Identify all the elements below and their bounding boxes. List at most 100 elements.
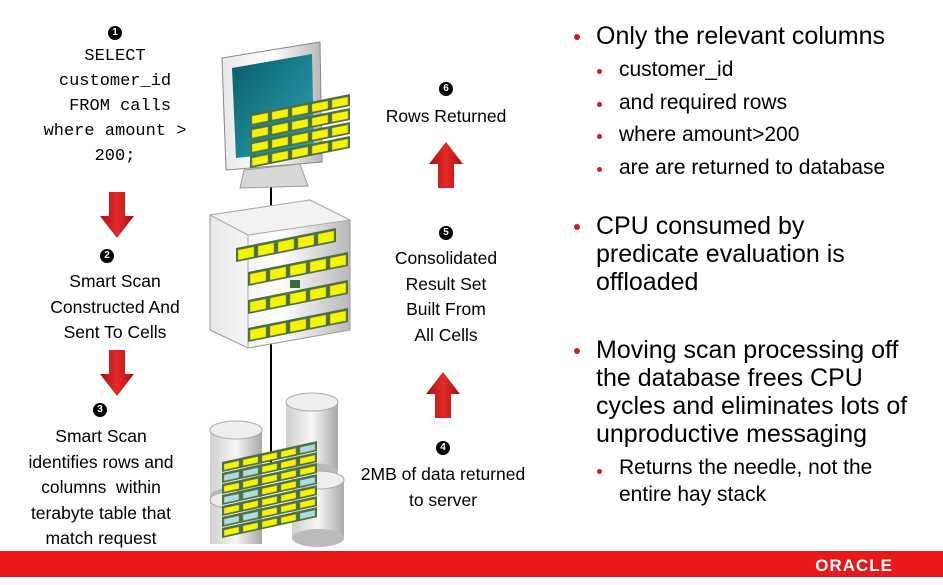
grid-cell [242, 522, 259, 533]
grid-cell [261, 485, 278, 495]
step-1-badge: 1 [108, 26, 122, 40]
grid-cell [242, 467, 259, 478]
grid-cell [311, 100, 329, 113]
grid-cell [269, 266, 287, 281]
grid-cell [242, 478, 259, 489]
grid-cell [249, 270, 267, 285]
grid-cell [291, 104, 309, 117]
bullet-group-3: Moving scan processing off the database … [570, 336, 940, 508]
grid-cell [329, 254, 347, 269]
grid-cell [289, 262, 307, 277]
grid-cell [271, 108, 289, 121]
grid-cell [331, 110, 349, 123]
architecture-illustration [208, 41, 352, 547]
grid-cell [251, 126, 269, 139]
step-2-text: Smart Scan Constructed And Sent To Cells [50, 271, 180, 342]
grid-cell [280, 458, 297, 469]
sub-bullet: where amount>200 [570, 119, 940, 152]
grid-cell [289, 290, 307, 305]
grid-cell [317, 230, 335, 245]
step-5-badge: 5 [439, 226, 453, 240]
arrow-up-icon [426, 372, 460, 418]
step-4-text: 2MB of data returned to server [360, 464, 526, 510]
step-5-text: Consolidated Result Set Built From All C… [394, 248, 498, 345]
grid-cell [223, 471, 240, 482]
oracle-logo: ORACLE [815, 556, 893, 575]
step-6-text: Rows Returned [385, 106, 507, 126]
grid-cell [297, 234, 315, 249]
step-6-badge: 6 [439, 82, 453, 96]
sub-bullet: are are returned to database [570, 152, 940, 185]
step-2-badge: 2 [100, 249, 114, 263]
result-grid-server [236, 228, 348, 342]
grid-cell [299, 465, 316, 476]
grid-cell [277, 238, 295, 253]
grid-cell [242, 511, 259, 522]
grid-cell [261, 452, 278, 462]
grid-cell [331, 96, 349, 109]
grid-cell [280, 513, 297, 524]
arrow-up-icon [429, 142, 463, 188]
arrow-down-icon [100, 350, 134, 396]
step-4-badge: 4 [436, 441, 450, 455]
grid-cell [329, 310, 347, 325]
grid-cell [291, 132, 309, 145]
grid-cell [257, 242, 275, 257]
grid-cell [237, 246, 255, 261]
grid-cell [299, 454, 316, 465]
grid-cell [251, 112, 269, 125]
grid-cell [261, 518, 278, 528]
step-3-badge: 3 [93, 403, 107, 417]
grid-cell [280, 447, 297, 458]
grid-cell [299, 487, 316, 498]
grid-cell [223, 526, 240, 537]
arrow-down-icon [100, 192, 134, 238]
sub-bullet: Returns the needle, not the entire hay s… [570, 454, 919, 508]
grid-cell [223, 482, 240, 493]
grid-cell [249, 326, 267, 341]
grid-cell [280, 469, 297, 480]
grid-cell [291, 146, 309, 159]
step-3-text: Smart Scan identifies rows and columns w… [28, 426, 174, 548]
bullet-group-1: Only the relevant columns customer_id an… [570, 22, 940, 184]
grid-cell [251, 140, 269, 153]
grid-cell [280, 480, 297, 491]
bullet-list: Only the relevant columns customer_id an… [570, 22, 940, 508]
grid-cell [299, 498, 316, 509]
grid-cell [249, 298, 267, 313]
bullet-1: Only the relevant columns [570, 22, 940, 50]
grid-cell [261, 507, 278, 517]
grid-cell [309, 258, 327, 273]
grid-cell [299, 476, 316, 487]
grid-cell [242, 500, 259, 511]
grid-cell [269, 322, 287, 337]
grid-cell [223, 460, 240, 471]
grid-cell [291, 118, 309, 131]
grid-cell [331, 138, 349, 151]
sub-bullet: customer_id [570, 54, 940, 87]
bullet-3: Moving scan processing off the database … [570, 336, 926, 448]
grid-cell [311, 128, 329, 141]
grid-cell [311, 114, 329, 127]
grid-cell [329, 282, 347, 297]
footer-bar [0, 551, 943, 577]
grid-cell [251, 154, 269, 167]
footer-strip [0, 577, 943, 585]
grid-cell [299, 443, 316, 454]
sql-query: SELECT customer_id FROM calls where amou… [43, 47, 187, 166]
grid-cell [261, 474, 278, 484]
grid-cell [289, 318, 307, 333]
grid-cell [261, 496, 278, 506]
grid-cell [271, 136, 289, 149]
grid-cell [280, 491, 297, 502]
grid-cell [223, 493, 240, 504]
grid-cell [271, 122, 289, 135]
grid-cell [261, 463, 278, 473]
table-grid-storage [222, 441, 317, 538]
bullet-2: CPU consumed by predicate evaluation is … [570, 212, 886, 296]
grid-cell [269, 294, 287, 309]
grid-cell [271, 150, 289, 163]
result-grid-monitor [250, 94, 350, 168]
sub-bullet: and required rows [570, 87, 940, 120]
grid-cell [223, 515, 240, 526]
